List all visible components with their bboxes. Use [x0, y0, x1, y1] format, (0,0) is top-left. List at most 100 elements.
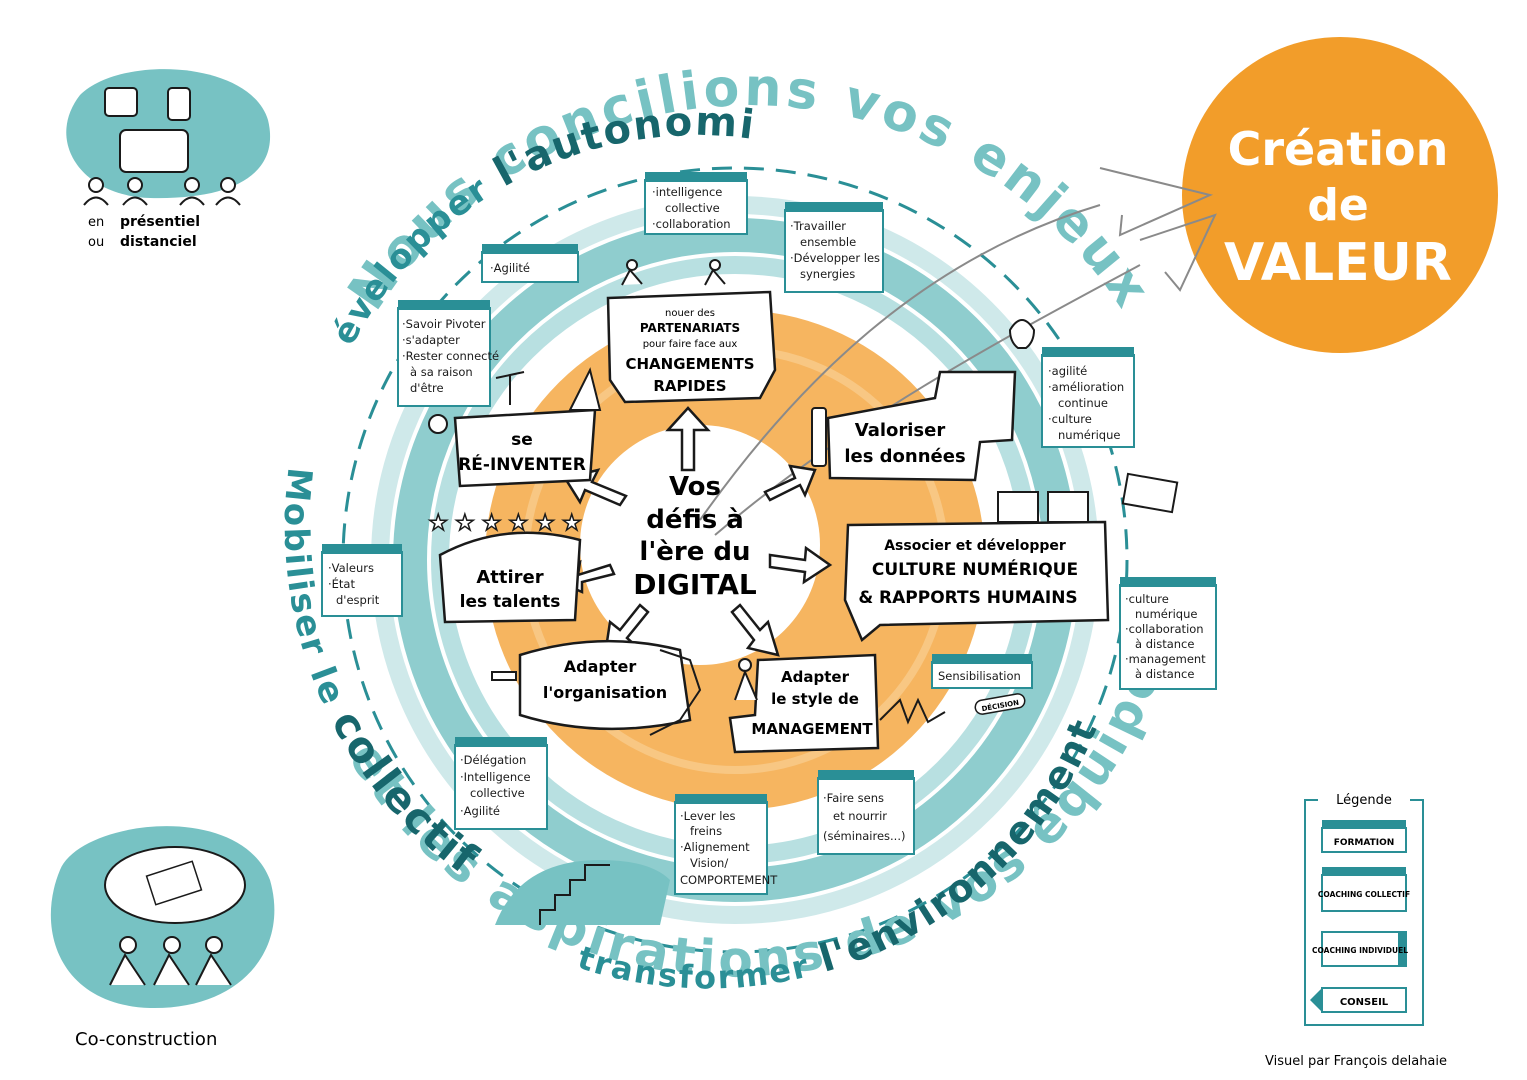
reinvent-line-2: RÉ-INVENTER	[458, 453, 586, 475]
arrow-up	[665, 406, 711, 472]
note-valeurs-box	[321, 551, 403, 617]
culture-line-3: & RAPPORTS HUMAINS	[858, 588, 1077, 608]
note-lever-line-3: ·Alignement	[680, 840, 750, 854]
idea-bulb-icon	[1008, 319, 1036, 349]
value-line-2: de	[1307, 180, 1368, 231]
arrow-upright	[763, 464, 817, 502]
partnerships-line-1: nouer des	[665, 308, 715, 319]
organisation-line-2: l'organisation	[543, 683, 667, 702]
note-delegation-line-3: collective	[470, 786, 525, 800]
value-arrow-2-head	[1139, 213, 1217, 292]
value-line-1: Création	[1228, 122, 1449, 176]
challenge-culture: Associer et développer CULTURE NUMÉRIQUE…	[843, 472, 1179, 643]
legend-formation: FORMATION	[1334, 838, 1395, 848]
corner-top-ou: ou	[88, 235, 104, 250]
note-intelligence-line-2: collective	[665, 201, 720, 215]
note-sensibilisation-line-1: Sensibilisation	[938, 669, 1021, 683]
note-faire-sens-line-3: (séminaires...)	[823, 829, 905, 843]
paper-icon	[145, 860, 203, 906]
video-call-icon-1	[997, 491, 1039, 523]
note-agilite-right-box	[1041, 354, 1135, 448]
note-culture-num-line-2: numérique	[1135, 607, 1197, 621]
partnerships-line-2: PARTENARIATS	[640, 321, 740, 335]
data-line-2: les données	[844, 446, 965, 467]
culture-line-1: Associer et développer	[884, 538, 1066, 554]
credit: Visuel par François delahaie	[1265, 1054, 1447, 1069]
running-people-icon	[109, 936, 232, 986]
laptop-icon	[1121, 472, 1179, 514]
legend-title-bg	[1318, 792, 1410, 806]
note-agilite-top-line-1: ·Agilité	[490, 261, 530, 275]
legend-conseil-arrow	[1310, 988, 1322, 1012]
legend-coaching-collectif: COACHING COLLECTIF	[1318, 890, 1410, 899]
bulb-icon	[428, 414, 448, 434]
note-culture-num: ·culture numérique ·collaboration à dist…	[1119, 577, 1217, 690]
decision-tag-shape	[974, 693, 1026, 715]
data-box	[826, 370, 1017, 482]
note-pivoter: ·Savoir Pivoter ·s'adapter ·Rester conne…	[397, 300, 499, 407]
value-circle-disc	[1182, 37, 1498, 353]
note-delegation-line-2: ·Intelligence	[460, 770, 531, 784]
note-agilite-right-line-4: ·culture	[1048, 412, 1092, 426]
challenge-data: Valoriser les données	[811, 319, 1036, 482]
culture-box	[843, 520, 1110, 643]
tablet-icon	[167, 87, 191, 121]
challenge-organisation: Adapter l'organisation	[491, 639, 702, 736]
legend-coaching-collectif-tab	[1322, 867, 1406, 876]
stars-icon: ★ ★ ★ ★ ★ ★	[428, 511, 581, 536]
note-travailler-box	[784, 209, 884, 293]
sailboat-icon	[568, 367, 602, 411]
minus-icon	[491, 671, 517, 681]
note-agilite-top-tab	[482, 244, 578, 254]
stairs-icon	[539, 864, 610, 925]
note-intelligence: ·intelligence collective ·collaboration	[644, 172, 748, 235]
note-delegation: ·Délégation ·Intelligence collective ·Ag…	[454, 737, 548, 830]
management-line-2: le style de	[771, 690, 859, 708]
note-culture-num-line-4: à distance	[1135, 637, 1194, 651]
legend-coaching-individuel-box	[1321, 931, 1407, 967]
note-delegation-tab	[455, 737, 547, 747]
note-pivoter-tab	[398, 300, 490, 310]
note-pivoter-line-2: ·s'adapter	[402, 333, 460, 347]
note-agilite-right-line-5: numérique	[1058, 428, 1120, 442]
management-box	[728, 653, 880, 754]
value-line-3: VALEUR	[1224, 233, 1452, 293]
talents-line-1: Attirer	[476, 567, 543, 588]
challenge-reinvent: se RÉ-INVENTER	[428, 367, 602, 488]
challenge-partnerships: nouer des PARTENARIATS pour faire face a…	[606, 290, 777, 404]
partnerships-line-3: pour faire face aux	[643, 339, 738, 350]
note-intelligence-line-3: ·collaboration	[652, 217, 731, 231]
value-circle: Création de VALEUR	[1182, 37, 1498, 353]
legend-conseil: CONSEIL	[1340, 997, 1389, 1008]
note-intelligence-line-1: ·intelligence	[652, 185, 722, 199]
note-lever-line-2: freins	[690, 824, 722, 838]
note-intelligence-tab	[645, 172, 747, 182]
note-delegation-box	[454, 744, 548, 830]
legend-title: Légende	[1336, 793, 1392, 808]
note-travailler-line-4: synergies	[800, 267, 855, 281]
note-lever-line-1: ·Lever les	[680, 809, 735, 823]
note-lever: ·Lever les freins ·Alignement Vision/ CO…	[674, 794, 778, 895]
video-call-icon-2	[1047, 491, 1089, 523]
legend-coaching-individuel: COACHING INDIVIDUEL	[1312, 946, 1408, 955]
note-delegation-line-4: ·Agilité	[460, 804, 500, 818]
note-travailler: ·Travailler ensemble ·Développer les syn…	[784, 202, 884, 293]
note-agilite-top-box	[481, 251, 579, 283]
note-lever-box	[674, 801, 768, 895]
note-delegation-line-1: ·Délégation	[460, 753, 526, 767]
note-lever-tab	[675, 794, 767, 804]
phone-icon	[104, 87, 138, 117]
zigzag-line	[879, 697, 946, 725]
center-line-2: défis à	[646, 505, 744, 535]
value-arrow-1-head	[1099, 167, 1214, 237]
screen-icon	[119, 129, 189, 173]
decision-tag: DÉCISION	[974, 693, 1026, 715]
organisation-line-1: Adapter	[564, 657, 637, 676]
note-lever-line-5: COMPORTEMENT	[680, 873, 778, 887]
value-arrow-1	[699, 204, 1101, 521]
reinvent-box	[453, 408, 597, 488]
corner-top-blob: en présentiel ou distanciel	[66, 69, 271, 250]
staircase-bg	[495, 860, 670, 925]
note-sensibilisation-tab	[932, 654, 1032, 664]
